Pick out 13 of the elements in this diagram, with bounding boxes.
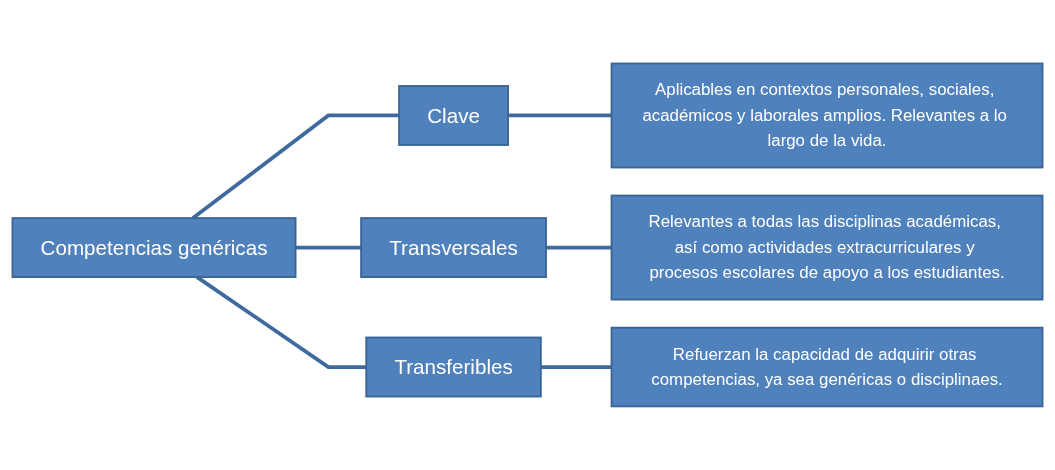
connector	[540, 365, 612, 369]
node-box	[11, 217, 297, 279]
connector	[295, 245, 362, 250]
connector	[191, 113, 400, 220]
diagram: Competencias genéricas Clave Aplicables en contextos personales, sociales, académicos y laborales amplios. Relevantes a lo largo de la vida. Transversales Relevantes a todas las disciplinas académicas, así como actividades extracurriculares y procesos escolares de apoyo a los estudiantes. Transferibles Refuerzan la capacidad de adquirir otras competencias, ya sea genéricas o disciplinaes.	[5, 56, 1050, 414]
node-box	[360, 217, 547, 279]
node-box	[365, 336, 542, 398]
node-box	[398, 85, 509, 146]
node-box	[610, 326, 1044, 408]
connector	[546, 245, 612, 250]
node-box	[610, 194, 1044, 301]
connector	[508, 113, 612, 118]
node-box	[610, 62, 1044, 169]
